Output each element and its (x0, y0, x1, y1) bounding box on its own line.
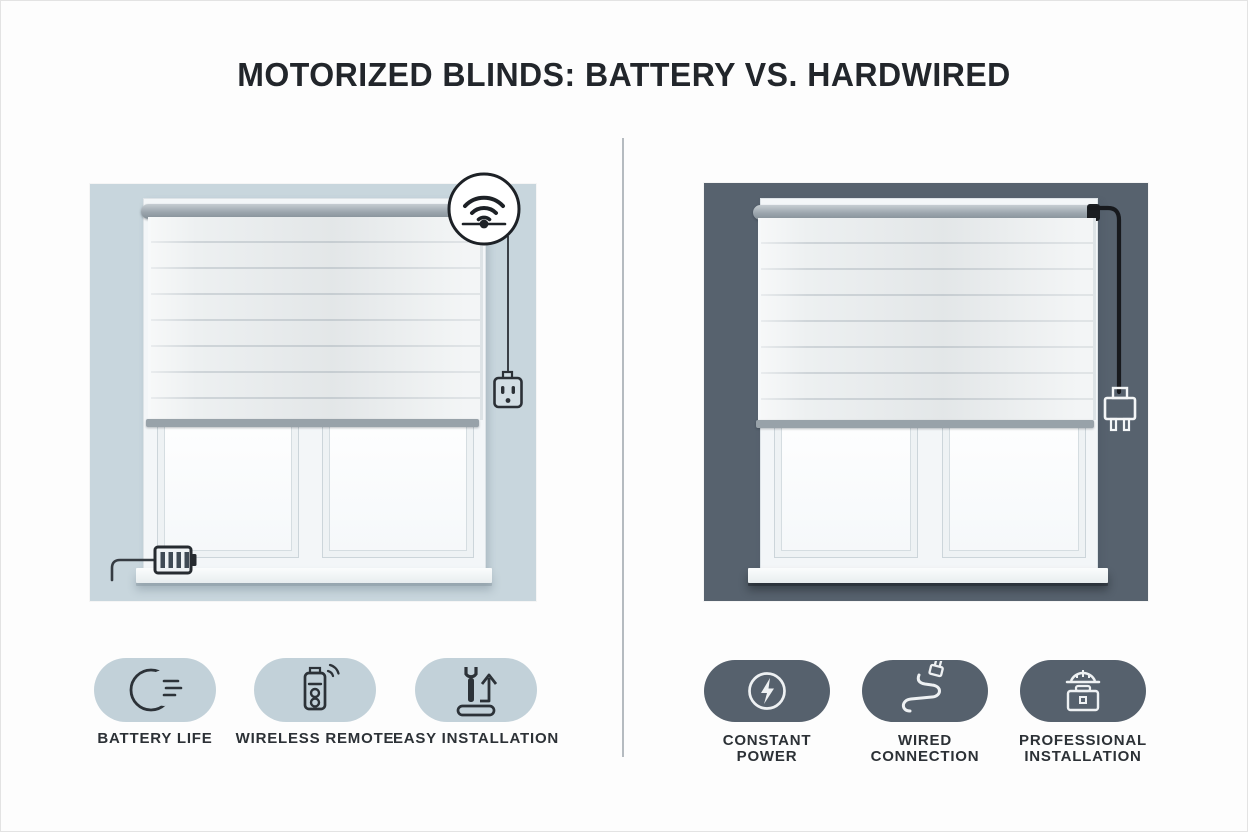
blind-bottom-bar (756, 420, 1094, 428)
feature-pill (1020, 660, 1146, 722)
feature-pill (415, 658, 537, 722)
page-title: MOTORIZED BLINDS: BATTERY VS. HARDWIRED (237, 56, 1011, 93)
feature-label-line2: INSTALLATION (1024, 748, 1142, 765)
feature-wireless-remote: WIRELESS REMOTE (230, 658, 400, 747)
power-outlet-icon (493, 370, 523, 409)
feature-pill (94, 658, 216, 722)
hardhat-toolbox-icon (1065, 670, 1101, 712)
wrench-arrow-icon (456, 667, 498, 717)
window-sill (136, 568, 492, 583)
blind-headrail (753, 205, 1093, 220)
hardwired-panel (704, 183, 1148, 601)
power-plug-icon (1103, 386, 1137, 432)
feature-constant-power: CONSTANT POWER (682, 660, 852, 765)
roller-blind (758, 218, 1096, 420)
battery-pack-icon (110, 545, 197, 582)
window-sill (748, 568, 1108, 583)
roller-blind (148, 217, 483, 420)
wired-cable-icon (901, 661, 944, 713)
feature-pill (862, 660, 988, 722)
battery-panel (90, 184, 536, 601)
feature-label: WIRED CONNECTION (840, 733, 1010, 765)
feature-label: PROFESSIONAL INSTALLATION (998, 733, 1168, 765)
feature-label: CONSTANT POWER (682, 733, 852, 765)
lightning-bolt-icon (748, 672, 786, 710)
feature-professional-installation: PROFESSIONAL INSTALLATION (998, 660, 1168, 765)
center-divider (622, 138, 624, 757)
blind-headrail (141, 204, 472, 219)
feature-easy-installation: EASY INSTALLATION (391, 658, 561, 747)
feature-label-line2: CONNECTION (870, 748, 980, 765)
feature-label-line1: CONSTANT (722, 732, 812, 749)
feature-label: WIRELESS REMOTE (235, 730, 395, 747)
blind-bottom-bar (146, 419, 479, 427)
moon-icon (129, 668, 183, 712)
feature-wired-connection: WIRED CONNECTION (840, 660, 1010, 765)
feature-battery-life: BATTERY LIFE (70, 658, 240, 747)
feature-label: BATTERY LIFE (97, 730, 213, 747)
feature-pill (254, 658, 376, 722)
feature-pill (704, 660, 830, 722)
feature-label-line1: WIRED (898, 732, 952, 749)
signal-drop-line (507, 236, 509, 377)
feature-label-line1: PROFESSIONAL (1019, 732, 1147, 749)
wifi-signal-icon (447, 172, 521, 246)
feature-label-line2: POWER (736, 748, 798, 765)
feature-label: EASY INSTALLATION (392, 730, 560, 747)
power-cable (1087, 205, 1122, 395)
wireless-remote-icon (303, 663, 340, 711)
